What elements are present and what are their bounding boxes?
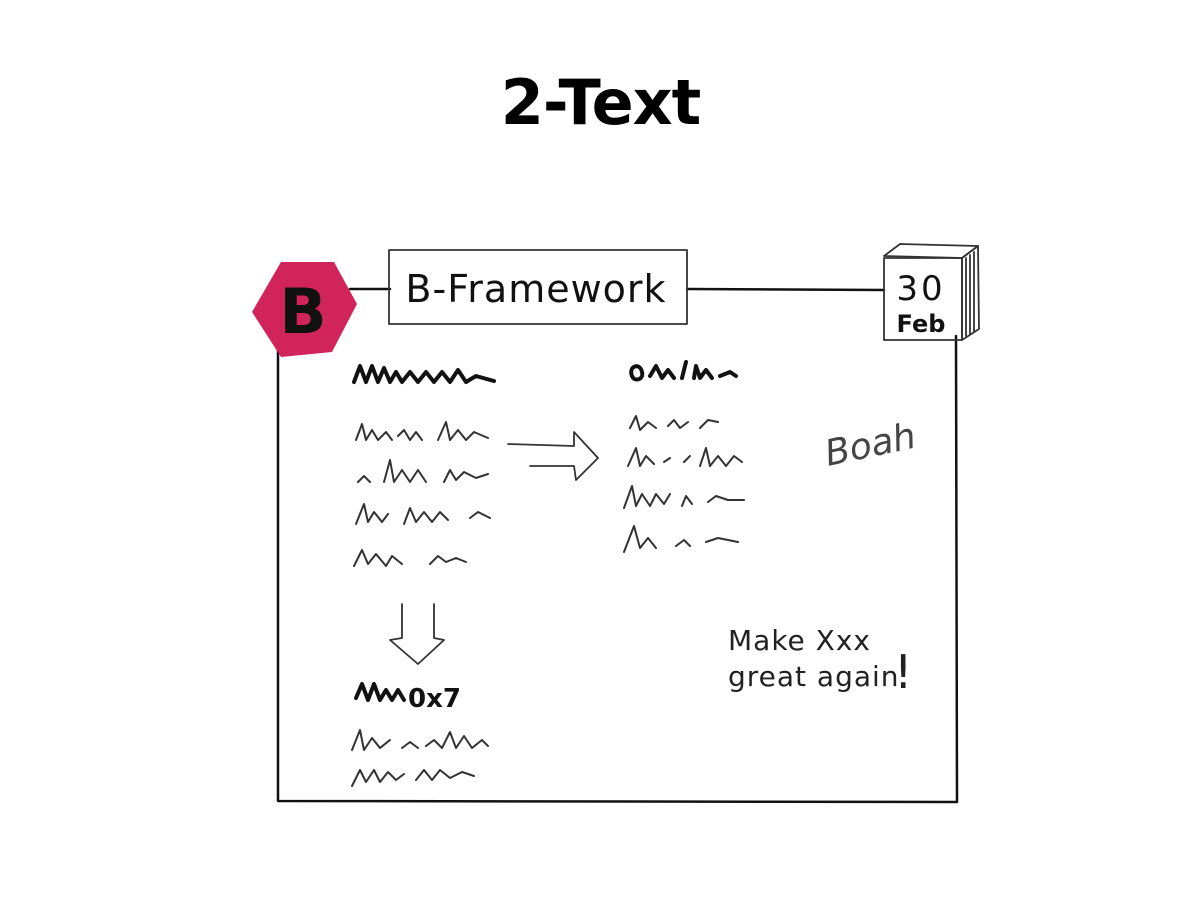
scribble-line xyxy=(357,459,489,483)
scribble-heading-left xyxy=(352,364,496,384)
calendar-day: 30 xyxy=(896,269,945,309)
heading-bottom-fragment: 0x7 xyxy=(408,684,461,714)
logo-letter: B xyxy=(279,275,326,348)
page-title: 2-Text xyxy=(500,66,702,139)
logo: B xyxy=(252,262,357,357)
scribble-line xyxy=(355,503,491,525)
header-rule-right xyxy=(685,287,886,292)
header-title: B-Framework xyxy=(405,267,666,311)
scribble-line xyxy=(351,729,489,751)
scribble-line xyxy=(355,421,489,441)
annotation-boah: Boah xyxy=(821,416,919,475)
header-title-box: B-Framework xyxy=(388,249,688,325)
scribble-line xyxy=(623,525,739,553)
annotation-slogan-line2: great again xyxy=(728,660,900,693)
annotation-slogan-line1: Make Xxx xyxy=(728,624,871,657)
calendar-block: 30 Feb xyxy=(883,243,980,341)
scribble-line xyxy=(623,485,745,509)
scribble-line xyxy=(353,549,467,567)
arrow-down xyxy=(389,603,445,665)
annotation-exclamation: ! xyxy=(894,645,912,699)
scribble-line xyxy=(629,415,719,431)
frame-border xyxy=(276,334,959,804)
scribble-line xyxy=(627,447,743,467)
scribble-heading-bottom xyxy=(354,682,406,702)
calendar-month: Feb xyxy=(897,310,946,338)
scribble-heading-right xyxy=(629,360,738,382)
arrow-right xyxy=(507,431,599,481)
scribble-line xyxy=(351,769,475,787)
logo-hexagon xyxy=(252,262,357,357)
